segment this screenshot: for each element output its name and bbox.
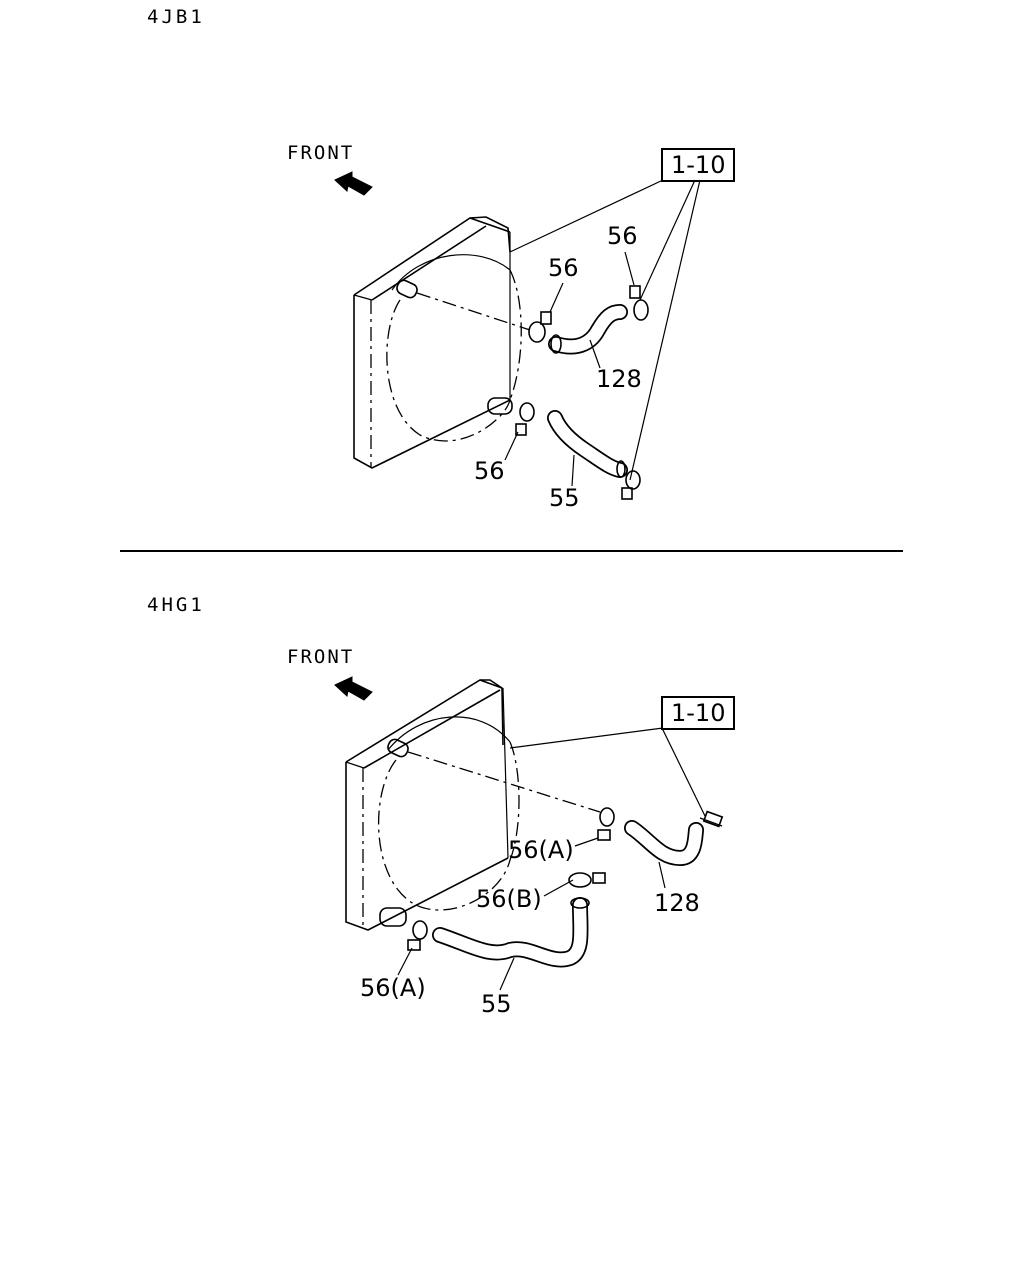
callout-hose-128: 128 bbox=[654, 889, 700, 917]
callout-hose-55: 55 bbox=[549, 484, 580, 512]
front-label: FRONT bbox=[287, 646, 355, 668]
clamp-56 bbox=[621, 470, 641, 500]
callout-clamp-56: 56 bbox=[474, 457, 505, 485]
callout-hose-128: 128 bbox=[596, 365, 642, 393]
section-divider bbox=[120, 550, 903, 552]
diagram-4jb1 bbox=[334, 171, 701, 500]
engine-label-4jb1: 4JB1 bbox=[147, 6, 205, 28]
clamp-56b bbox=[568, 872, 606, 888]
hose-128 bbox=[624, 820, 704, 866]
hose-55 bbox=[547, 410, 628, 478]
callout-clamp-56: 56 bbox=[548, 254, 579, 282]
radiator-shroud bbox=[345, 679, 520, 931]
radiator-lower-neck bbox=[379, 907, 407, 927]
clamp-56 bbox=[515, 402, 535, 436]
callout-hose-55: 55 bbox=[481, 990, 512, 1018]
clamp-56 bbox=[629, 285, 649, 321]
hose-55 bbox=[432, 897, 590, 968]
radiator-upper-neck bbox=[387, 738, 409, 758]
front-arrow-icon bbox=[334, 676, 373, 701]
engine-label-4hg1: 4HG1 bbox=[147, 594, 205, 616]
radiator-shroud bbox=[353, 216, 522, 469]
radiator-upper-neck bbox=[396, 279, 418, 299]
clamp-56a bbox=[407, 920, 428, 951]
front-label: FRONT bbox=[287, 142, 355, 164]
callout-clamp-56: 56 bbox=[607, 222, 638, 250]
clamp-56 bbox=[528, 311, 552, 343]
reference-box: 1-10 bbox=[661, 148, 736, 182]
callout-clamp-56a: 56(A) bbox=[508, 836, 574, 864]
front-arrow-icon bbox=[334, 171, 373, 196]
hose-128 bbox=[548, 304, 628, 355]
sensor-plug bbox=[699, 810, 724, 828]
radiator-lower-neck bbox=[487, 397, 513, 415]
reference-box: 1-10 bbox=[661, 696, 736, 730]
clamp-56a bbox=[597, 807, 615, 841]
callout-clamp-56a: 56(A) bbox=[360, 974, 426, 1002]
callout-clamp-56b: 56(B) bbox=[476, 885, 542, 913]
